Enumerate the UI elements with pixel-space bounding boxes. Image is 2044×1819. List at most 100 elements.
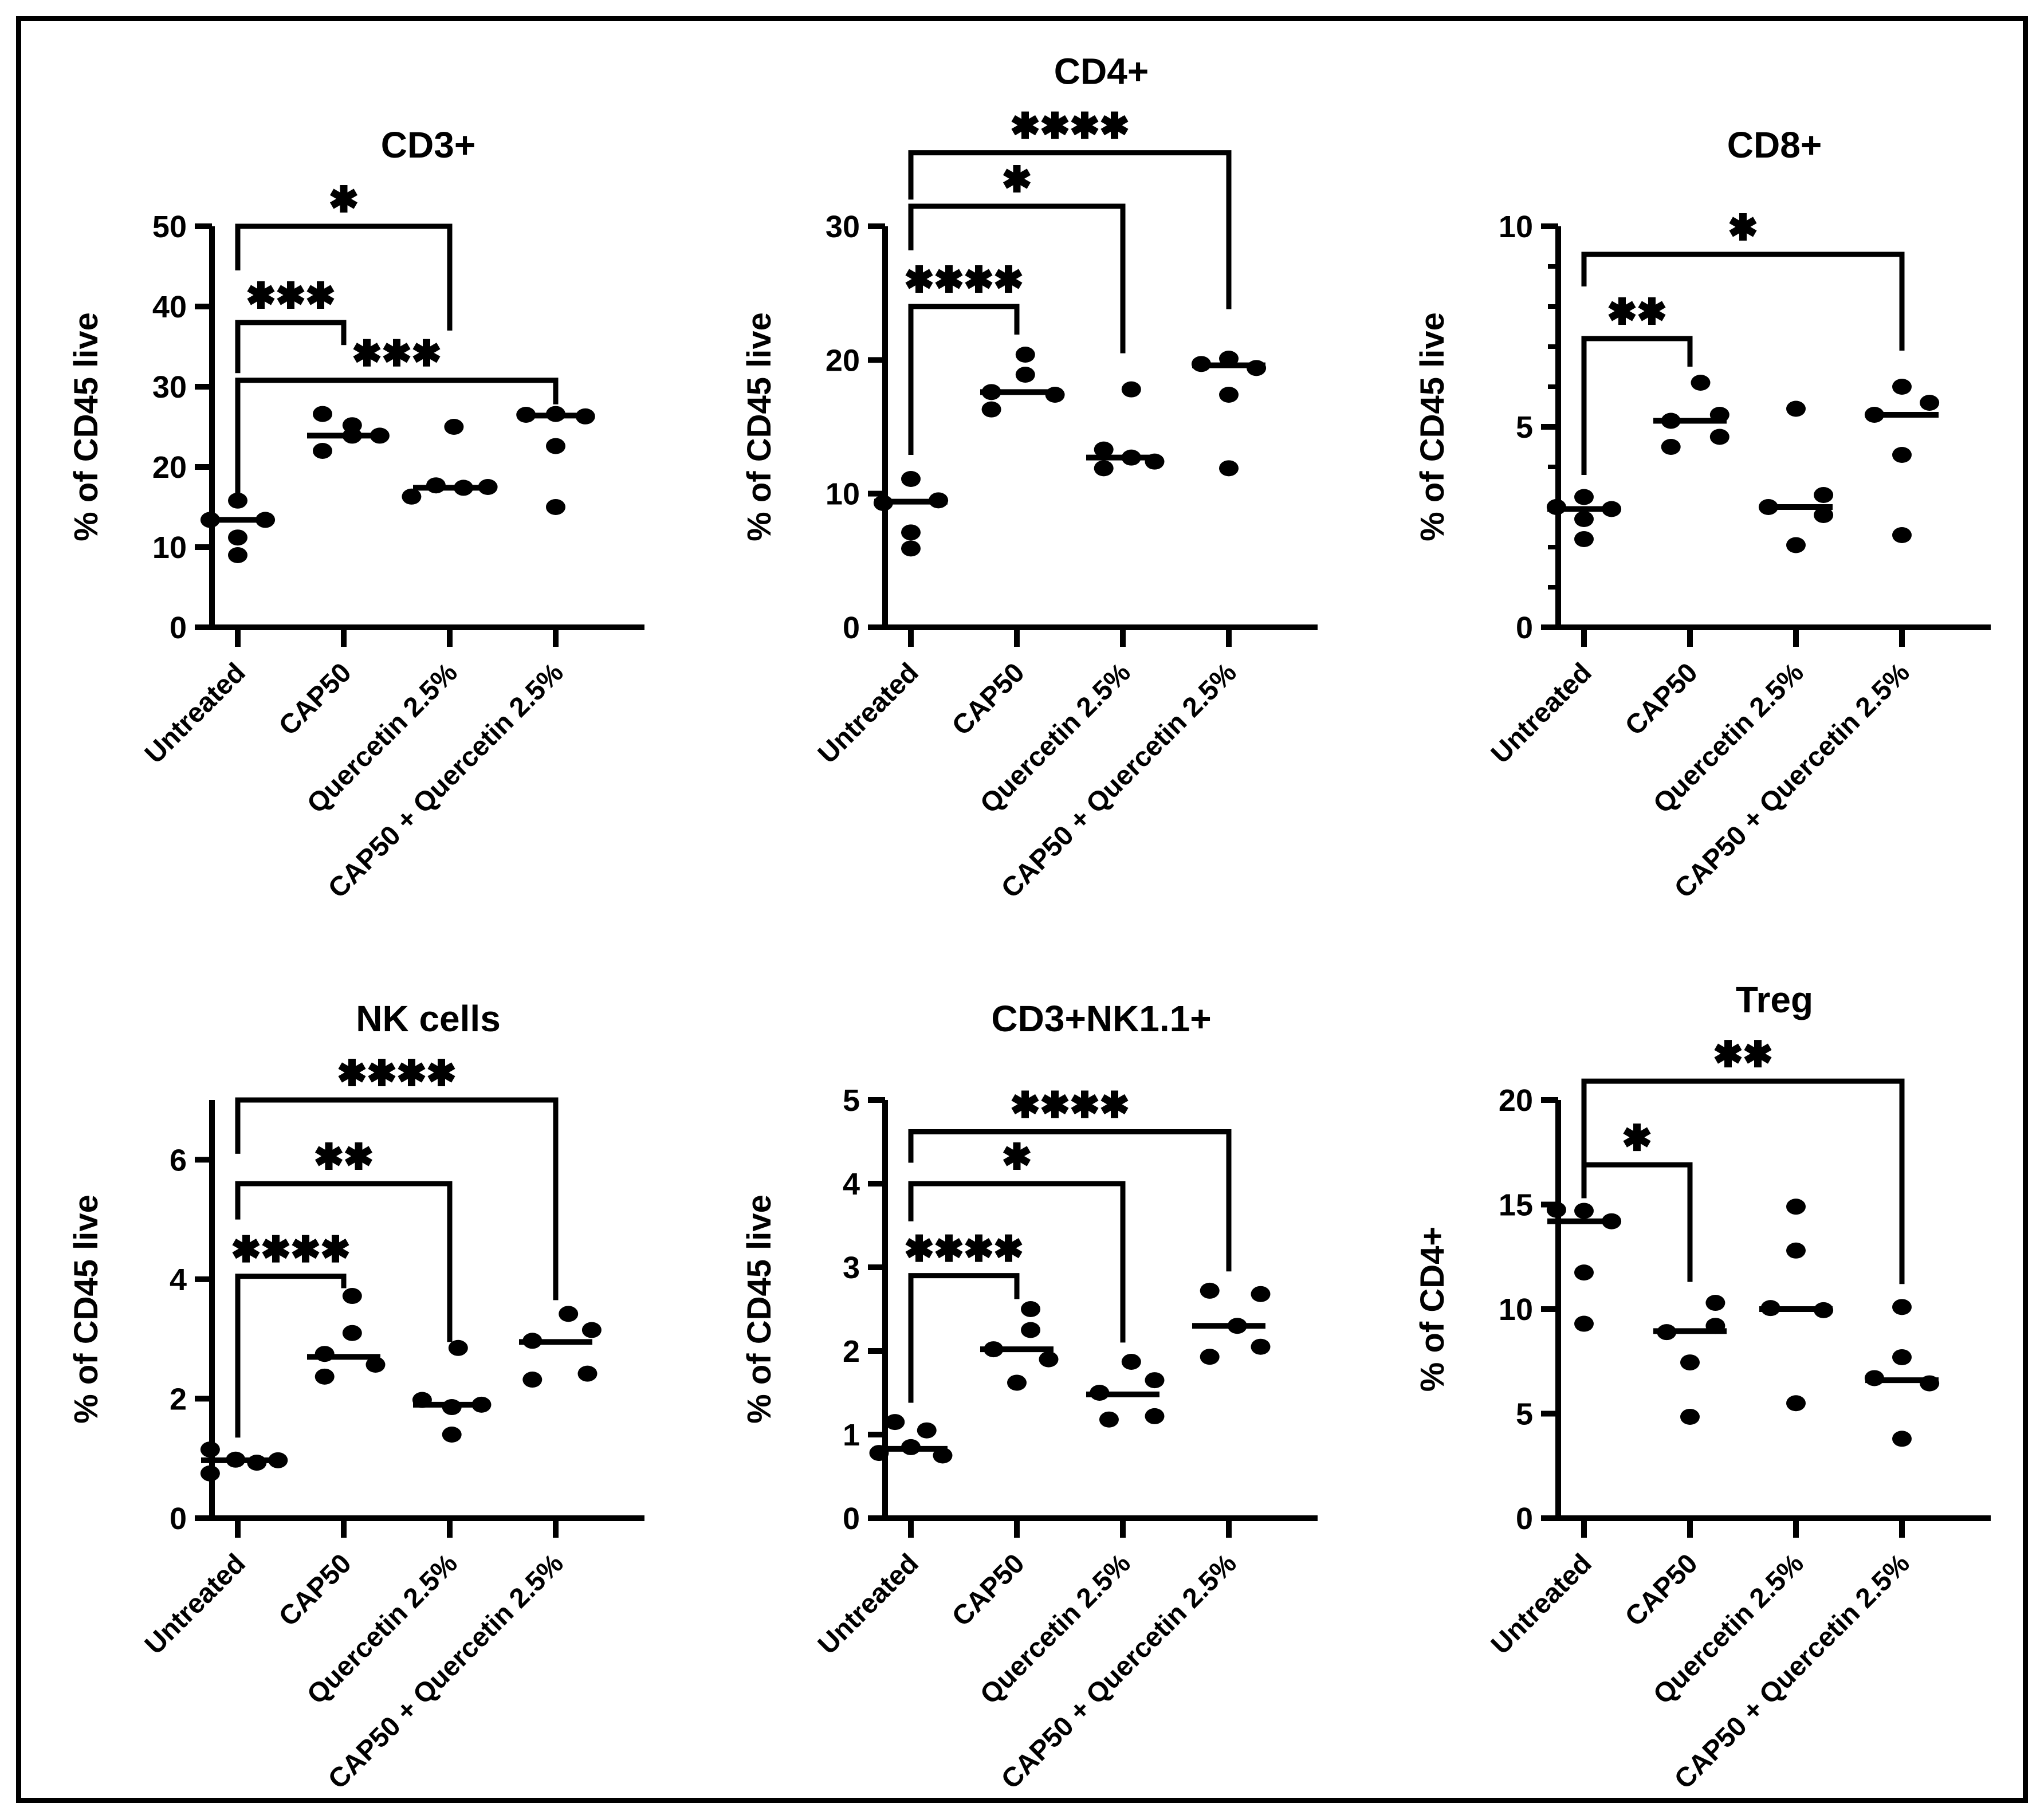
data-point [370,427,390,444]
star-spoke [1638,301,1666,321]
y-axis-title: % of CD45 live [68,1195,105,1424]
data-point [315,1368,335,1385]
data-point [1021,1301,1041,1317]
data-point [1015,347,1035,363]
data-point [577,1365,598,1382]
data-point [1251,1338,1271,1355]
y-tick-label: 2 [843,1334,860,1369]
data-point [1786,1199,1806,1215]
chart-title: NK cells [356,998,501,1039]
chart-title: CD3+NK1.1+ [991,998,1211,1039]
chart-title: CD8+ [1727,124,1822,166]
star-spoke [321,1239,349,1259]
x-axis-label: Untreated [139,1548,251,1660]
y-tick-label: 10 [1499,1292,1533,1327]
data-point [1709,407,1729,423]
x-axis-label: Untreated [812,1548,925,1660]
x-axis-label: CAP50 [273,1548,357,1632]
star-spoke [1011,1094,1039,1115]
star-spoke [1041,1094,1069,1115]
y-tick-label: 5 [1516,1397,1533,1432]
star-spoke [368,1062,396,1083]
star-spoke [338,1062,366,1083]
x-axis-label: CAP50 [273,657,357,741]
data-point [228,529,247,546]
significance-stars [353,339,441,367]
data-point [575,408,595,425]
star-spoke [1100,1094,1129,1115]
data-point [516,407,536,423]
star-spoke [1608,301,1636,321]
y-tick-label: 0 [843,1502,860,1536]
star-spoke [277,285,305,305]
data-point [1864,407,1884,423]
significance-stars [1011,111,1129,139]
significance-stars [1714,1040,1772,1068]
data-point [901,524,921,541]
y-tick-label: 0 [1516,611,1533,645]
star-spoke [383,343,411,363]
y-axis-title: % of CD45 live [1414,312,1451,541]
y-tick-label: 6 [170,1143,187,1177]
star-spoke [306,285,335,305]
chart-title: CD4+ [1054,51,1149,92]
significance-stars [1608,297,1666,325]
star-spoke [353,343,381,363]
significance-bracket [1581,1162,1693,1282]
data-point [1219,387,1239,403]
significance-bracket [908,150,1232,309]
data-point [559,1306,579,1322]
data-point [200,1465,220,1482]
significance-bracket [1581,336,1693,475]
y-tick-label: 20 [1499,1083,1533,1118]
star-spoke [247,285,275,305]
star-spoke [905,1237,933,1259]
star-spoke [1623,1127,1651,1148]
data-point [1546,499,1566,515]
data-point [1546,1201,1566,1218]
significance-bracket [235,1181,453,1342]
star-spoke [965,1237,993,1259]
data-point [448,1339,468,1356]
data-point [1145,1408,1165,1424]
data-point [901,1439,921,1455]
y-tick-label: 30 [826,210,860,244]
x-axis-label: CAP50 [1620,657,1704,741]
y-tick-label: 30 [152,370,187,404]
data-point [1892,1349,1912,1365]
data-point [247,1455,267,1471]
data-point [1786,1242,1806,1259]
data-point [365,1356,386,1373]
data-point [402,488,422,505]
data-point [1892,527,1912,543]
data-point [1121,449,1141,466]
data-point [1760,1300,1780,1317]
data-point [1247,360,1267,376]
data-point [1039,1351,1059,1368]
y-tick-label: 50 [152,210,187,244]
star-spoke [935,269,963,289]
y-tick-label: 10 [826,477,860,512]
data-point [1758,499,1778,515]
data-point [981,401,1001,418]
data-point [1892,379,1912,395]
significance-stars [232,1235,349,1263]
star-spoke [262,1239,290,1259]
significance-stars [1003,1142,1031,1170]
star-spoke [315,1146,343,1166]
data-point [1814,487,1834,503]
data-point [1661,412,1681,429]
data-point [917,1422,937,1439]
star-spoke [329,188,358,209]
data-point [873,495,893,511]
data-point [1094,460,1114,477]
data-point [1090,1385,1110,1401]
data-point [1219,460,1239,477]
significance-bracket [1581,1078,1905,1284]
star-spoke [1714,1043,1742,1064]
y-axis-title: % of CD4+ [1414,1227,1451,1392]
